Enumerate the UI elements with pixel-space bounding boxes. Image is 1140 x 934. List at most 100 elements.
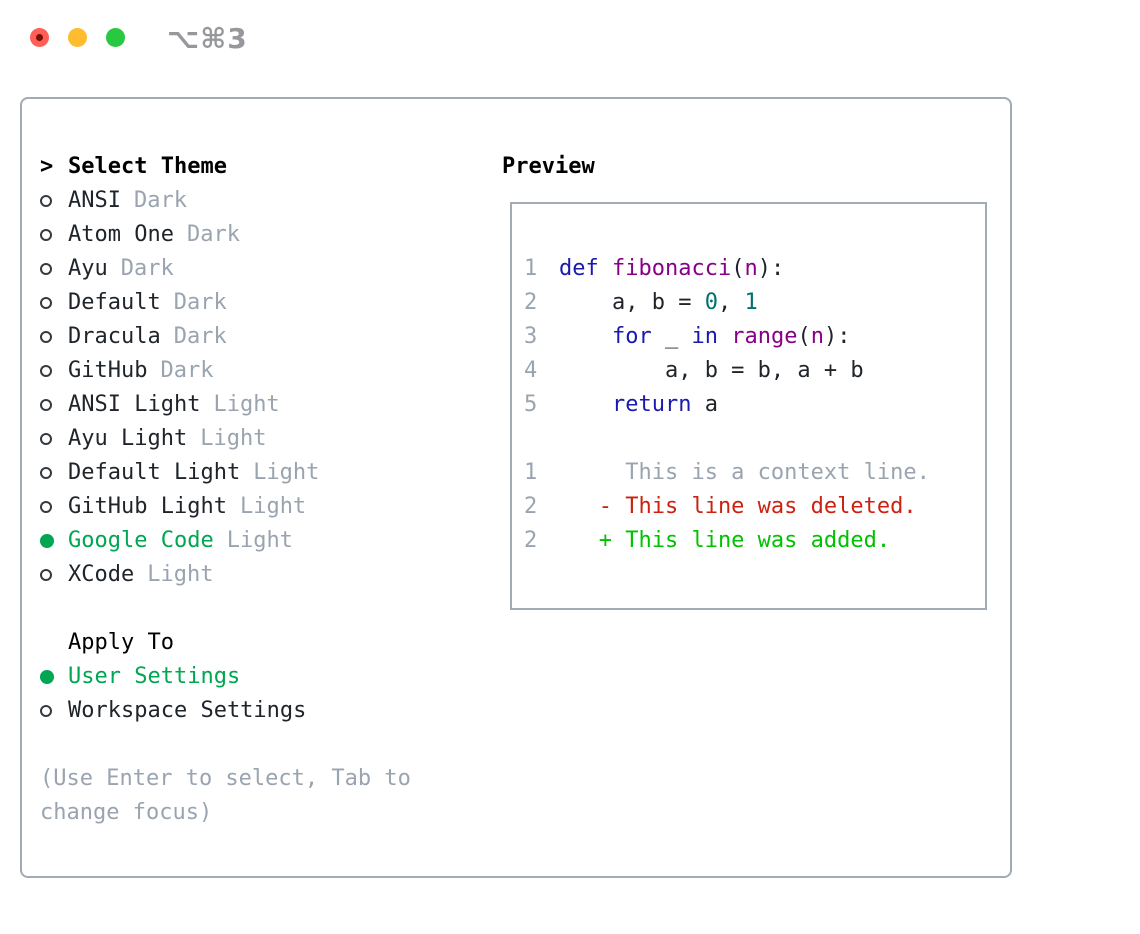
- radio-marker: [40, 331, 68, 343]
- theme-option-default-light[interactable]: Default Light Light: [40, 456, 480, 490]
- theme-name: GitHub: [68, 358, 148, 383]
- spacer-row: [40, 592, 480, 626]
- radio-icon: [40, 433, 52, 445]
- apply-option-label: Workspace Settings: [68, 698, 307, 723]
- radio-selected-icon: [40, 670, 54, 684]
- theme-variant: Light: [239, 494, 307, 519]
- theme-variant: Light: [253, 460, 320, 485]
- close-button[interactable]: [30, 28, 49, 47]
- radio-marker: [40, 229, 68, 241]
- radio-marker: [40, 670, 68, 684]
- theme-option-github[interactable]: GitHub Dark: [40, 354, 480, 388]
- radio-marker: [40, 399, 68, 411]
- minimize-button[interactable]: [68, 28, 87, 47]
- radio-marker: [40, 705, 68, 717]
- preview-line: [512, 422, 985, 456]
- theme-variant: Dark: [120, 256, 174, 281]
- theme-variant: Light: [213, 392, 280, 417]
- theme-option-github-light[interactable]: GitHub Light Light: [40, 490, 480, 524]
- radio-marker: [40, 365, 68, 377]
- zoom-button[interactable]: [106, 28, 125, 47]
- radio-icon: [40, 501, 52, 513]
- radio-icon: [40, 705, 52, 717]
- theme-variant: Dark: [173, 290, 227, 315]
- radio-selected-icon: [40, 534, 54, 548]
- select-theme-header: > Select Theme: [40, 150, 480, 184]
- line-number: 2: [524, 528, 538, 553]
- theme-option-default[interactable]: Default Dark: [40, 286, 480, 320]
- code-text: - This line was deleted.: [559, 494, 917, 519]
- code-text: for _ in range(n):: [611, 324, 851, 349]
- theme-option-ayu-light[interactable]: Ayu Light Light: [40, 422, 480, 456]
- preview-line: 2 a, b = 0, 1: [512, 286, 985, 320]
- theme-option-atom-one[interactable]: Atom One Dark: [40, 218, 480, 252]
- preview-line: 1 This is a context line.: [512, 456, 985, 490]
- radio-icon: [40, 399, 52, 411]
- theme-name: Ayu Light: [68, 426, 188, 451]
- radio-icon: [40, 263, 52, 275]
- apply-to-header: Apply To: [40, 626, 480, 660]
- apply-option-workspace-settings[interactable]: Workspace Settings: [40, 694, 480, 728]
- radio-marker: [40, 297, 68, 309]
- radio-marker: [40, 501, 68, 513]
- theme-option-ayu[interactable]: Ayu Dark: [40, 252, 480, 286]
- radio-marker: [40, 467, 68, 479]
- code-text: def fibonacci(n):: [559, 256, 785, 281]
- theme-name: Ayu: [68, 256, 108, 281]
- code-text: return a: [611, 392, 718, 417]
- theme-option-dracula[interactable]: Dracula Dark: [40, 320, 480, 354]
- radio-marker: [40, 433, 68, 445]
- theme-variant: Dark: [173, 324, 227, 349]
- preview-line: 2 - This line was deleted.: [512, 490, 985, 524]
- code-text: + This line was added.: [559, 528, 891, 553]
- theme-name: Atom One: [68, 222, 174, 247]
- theme-name: ANSI Light: [68, 392, 201, 417]
- line-number: 5: [524, 392, 538, 417]
- theme-variant: Light: [226, 528, 293, 553]
- preview-line: 2 + This line was added.: [512, 524, 985, 558]
- hint-text-line-2: change focus): [40, 800, 213, 825]
- theme-option-google-code[interactable]: Google Code Light: [40, 524, 480, 558]
- theme-name: Google Code: [68, 528, 214, 553]
- radio-icon: [40, 331, 52, 343]
- preview-line: 5 return a: [512, 388, 985, 422]
- line-number: 3: [524, 324, 538, 349]
- radio-icon: [40, 467, 52, 479]
- apply-to-title: Apply To: [68, 630, 174, 655]
- preview-code-lines: 1 def fibonacci(n): 2 a, b = 0, 1 3 for _ i…: [512, 204, 985, 558]
- theme-variant: Dark: [186, 222, 240, 247]
- theme-option-ansi-light[interactable]: ANSI Light Light: [40, 388, 480, 422]
- theme-name: Default Light: [68, 460, 241, 485]
- theme-name: GitHub Light: [68, 494, 227, 519]
- theme-variant: Light: [147, 562, 214, 587]
- hint-text-line-1: (Use Enter to select, Tab to: [40, 766, 411, 791]
- select-theme-title: Select Theme: [68, 154, 227, 179]
- theme-name: Default: [68, 290, 161, 315]
- theme-variant: Dark: [160, 358, 214, 383]
- line-number: 1: [524, 460, 538, 485]
- preview-title: Preview: [502, 154, 595, 179]
- theme-variant: Light: [200, 426, 267, 451]
- preview-pane: 1 def fibonacci(n): 2 a, b = 0, 1 3 for _ i…: [510, 202, 987, 610]
- radio-icon: [40, 569, 52, 581]
- line-number: 2: [524, 290, 538, 315]
- code-text: a, b = 0, 1: [559, 290, 758, 315]
- radio-marker: [40, 263, 68, 275]
- record-dot-icon: [36, 34, 43, 41]
- titlebar: ⌥⌘3: [0, 0, 1140, 75]
- theme-name: ANSI: [68, 188, 121, 213]
- line-number: 2: [524, 494, 538, 519]
- theme-name: Dracula: [68, 324, 161, 349]
- spacer-row: [40, 728, 480, 762]
- radio-marker: [40, 569, 68, 581]
- preview-line: 4 a, b = b, a + b: [512, 354, 985, 388]
- apply-option-user-settings[interactable]: User Settings: [40, 660, 480, 694]
- code-text: This is a context line.: [559, 460, 930, 485]
